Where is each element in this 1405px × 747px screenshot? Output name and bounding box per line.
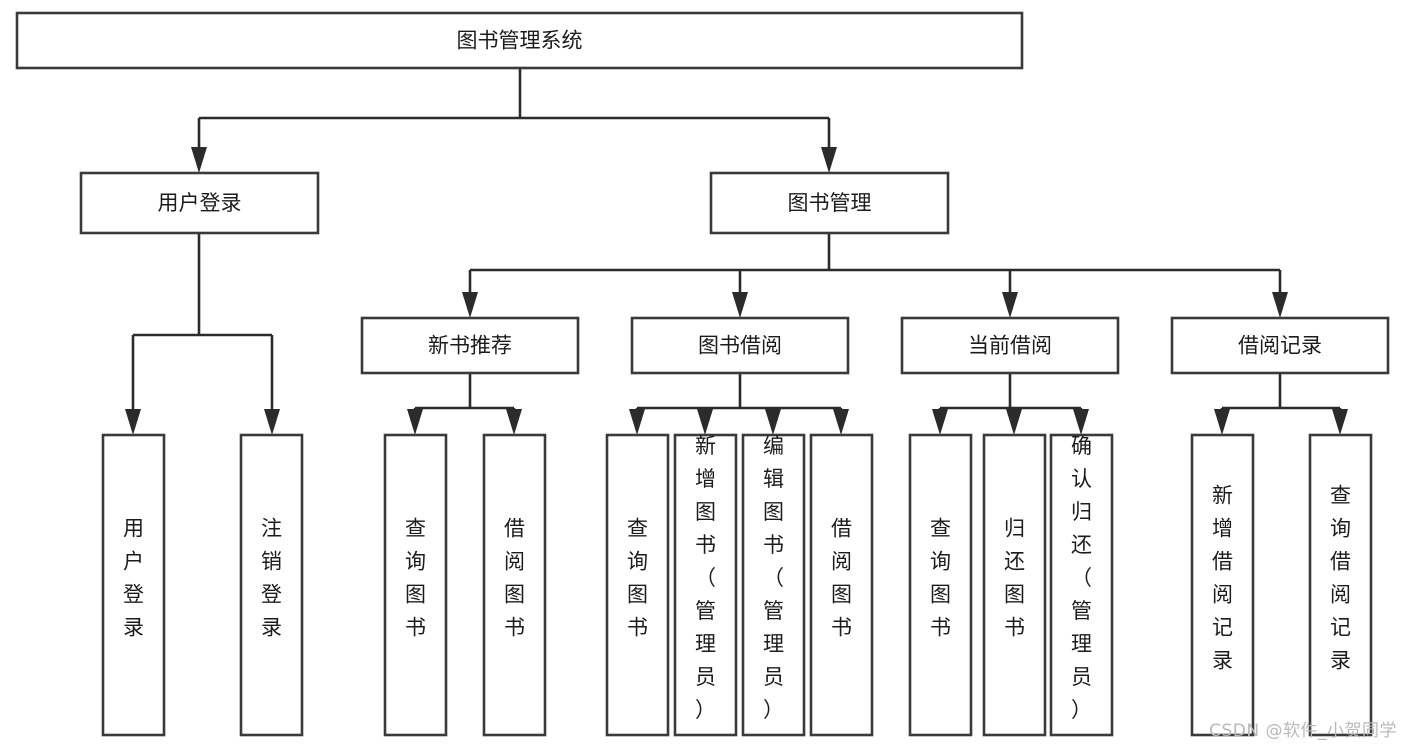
node-label-leaf-query-book-borrow: 查询图书 <box>627 517 648 640</box>
node-leaf-return-book[interactable]: 归还图书 <box>982 433 1047 737</box>
node-current-borrow[interactable]: 当前借阅 <box>900 316 1120 375</box>
connector-edge-userlogin-fan <box>125 233 280 435</box>
node-leaf-query-borrow-record[interactable]: 查询借阅记录 <box>1308 433 1373 737</box>
node-box-new-book-recommend <box>360 316 580 375</box>
connector-edge-borrowrecords-fan <box>1214 373 1348 435</box>
node-leaf-query-book-borrow[interactable]: 查询图书 <box>605 433 670 737</box>
connector-edge-bookmgmt-fan <box>462 233 1288 318</box>
connector-edge-bookborrow-fan <box>629 373 849 435</box>
node-label-root: 图书管理系统 <box>457 29 583 53</box>
node-label-user-login: 用户登录 <box>158 191 242 215</box>
node-new-book-recommend[interactable]: 新书推荐 <box>360 316 580 375</box>
node-leaf-query-book-current[interactable]: 查询图书 <box>908 433 973 737</box>
node-root[interactable]: 图书管理系统 <box>15 11 1024 70</box>
node-box-leaf-return-book <box>982 433 1047 737</box>
node-label-book-borrow: 图书借阅 <box>698 334 782 358</box>
node-label-leaf-borrow-book-new: 借阅图书 <box>504 517 525 640</box>
node-leaf-borrow-book[interactable]: 借阅图书 <box>809 433 874 737</box>
node-label-leaf-return-book: 归还图书 <box>1004 517 1025 640</box>
node-box-user-login <box>79 171 320 235</box>
node-box-leaf-query-book-current <box>908 433 973 737</box>
node-label-leaf-add-book-admin: 新增图书（管理员） <box>695 434 716 722</box>
node-box-leaf-user-login <box>101 433 166 737</box>
node-borrow-records[interactable]: 借阅记录 <box>1170 316 1390 375</box>
node-box-borrow-records <box>1170 316 1390 375</box>
node-box-leaf-borrow-book-new <box>482 433 547 737</box>
node-label-leaf-query-borrow-record: 查询借阅记录 <box>1330 484 1351 673</box>
node-box-leaf-edit-book-admin <box>741 433 806 737</box>
node-box-leaf-borrow-book <box>809 433 874 737</box>
node-label-leaf-user-login: 用户登录 <box>123 517 144 640</box>
node-leaf-edit-book-admin[interactable]: 编辑图书（管理员） <box>741 433 806 737</box>
node-box-current-borrow <box>900 316 1120 375</box>
node-leaf-user-login[interactable]: 用户登录 <box>101 433 166 737</box>
node-box-leaf-add-book-admin <box>673 433 738 737</box>
node-label-leaf-borrow-book: 借阅图书 <box>831 517 852 640</box>
node-leaf-logout-login[interactable]: 注销登录 <box>239 433 304 737</box>
node-box-root <box>15 11 1024 70</box>
node-box-leaf-logout-login <box>239 433 304 737</box>
node-leaf-add-book-admin[interactable]: 新增图书（管理员） <box>673 433 738 737</box>
node-label-leaf-logout-login: 注销登录 <box>261 517 282 640</box>
node-label-leaf-query-book-new: 查询图书 <box>405 517 426 640</box>
node-user-login[interactable]: 用户登录 <box>79 171 320 235</box>
node-box-leaf-query-book-new <box>383 433 448 737</box>
connector-edge-newbook-fan <box>407 373 522 435</box>
connector-edge-currentborrow-fan <box>932 373 1089 435</box>
connector-edge-root-fan <box>191 68 837 173</box>
node-leaf-add-borrow-record[interactable]: 新增借阅记录 <box>1190 433 1255 737</box>
node-box-book-borrow <box>630 316 850 375</box>
node-box-leaf-query-borrow-record <box>1308 433 1373 737</box>
node-box-leaf-add-borrow-record <box>1190 433 1255 737</box>
node-label-book-management: 图书管理 <box>788 191 872 215</box>
node-label-current-borrow: 当前借阅 <box>968 334 1052 358</box>
node-book-management[interactable]: 图书管理 <box>709 171 950 235</box>
node-leaf-confirm-return-admin[interactable]: 确认归还（管理员） <box>1049 433 1114 737</box>
node-label-leaf-query-book-current: 查询图书 <box>930 517 951 640</box>
node-box-leaf-confirm-return-admin <box>1049 433 1114 737</box>
node-leaf-borrow-book-new[interactable]: 借阅图书 <box>482 433 547 737</box>
node-label-borrow-records: 借阅记录 <box>1238 334 1322 358</box>
node-box-book-management <box>709 171 950 235</box>
node-label-leaf-confirm-return-admin: 确认归还（管理员） <box>1071 434 1092 722</box>
node-leaf-query-book-new[interactable]: 查询图书 <box>383 433 448 737</box>
node-book-borrow[interactable]: 图书借阅 <box>630 316 850 375</box>
node-layer: 图书管理系统用户登录图书管理新书推荐图书借阅当前借阅借阅记录用户登录注销登录查询… <box>15 11 1390 737</box>
node-label-leaf-add-borrow-record: 新增借阅记录 <box>1212 484 1233 673</box>
node-box-leaf-query-book-borrow <box>605 433 670 737</box>
node-label-new-book-recommend: 新书推荐 <box>428 334 512 358</box>
csdn-watermark: CSDN @软件_小贺同学 <box>1209 721 1397 741</box>
connector-layer <box>125 68 1348 435</box>
node-label-leaf-edit-book-admin: 编辑图书（管理员） <box>763 434 784 722</box>
